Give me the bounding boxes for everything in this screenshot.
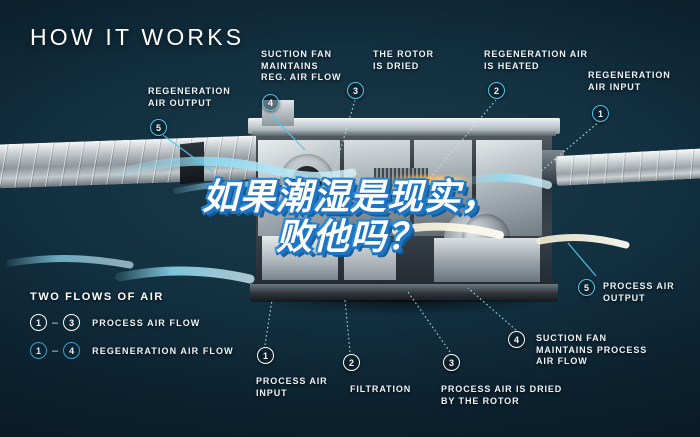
callout-line: REGENERATION [148, 86, 231, 96]
callout-line: REG. AIR FLOW [261, 72, 342, 82]
callout-line: AIR FLOW [536, 356, 588, 366]
legend-badge-from: 1 [30, 314, 47, 331]
callout-line: SUCTION FAN [536, 333, 607, 343]
callout-line: BY THE ROTOR [441, 395, 520, 406]
callout-line: AIR INPUT [588, 81, 642, 92]
legend: TWO FLOWS OF AIR 1 – 3 PROCESS AIR FLOW … [30, 291, 234, 359]
legend-title: TWO FLOWS OF AIR [30, 291, 164, 303]
legend-row-regeneration-air-flow: 1 – 4 REGENERATION AIR FLOW [30, 342, 234, 359]
legend-badge-to: 3 [63, 314, 81, 331]
callout-regeneration-air-output-label: REGENERATION AIR OUTPUT [148, 86, 231, 109]
callout-line: REGENERATION [588, 70, 671, 80]
overlay-line-1: 如果潮湿是现实， [201, 177, 498, 218]
callout-line: REGENERATION AIR [484, 49, 588, 59]
callout-process-output-label: PROCESS AIR OUTPUT [603, 281, 675, 304]
overlay-line-2: 败他吗？ [275, 217, 424, 258]
callout-line: PROCESS AIR [256, 376, 328, 386]
callout-line: MAINTAINS [261, 60, 319, 71]
badge-reg-input[interactable]: 1 [592, 105, 609, 122]
legend-dash: – [52, 344, 59, 357]
badge-process-air-output[interactable]: 5 [578, 279, 595, 296]
badge-reg-heated[interactable]: 2 [488, 82, 505, 99]
callout-line: IS DRIED [373, 60, 420, 71]
callout-line: PROCESS AIR [603, 281, 675, 291]
badge-process-dried[interactable]: 3 [443, 354, 460, 371]
badge-process-air-input[interactable]: 1 [257, 347, 274, 364]
legend-badge-from: 1 [30, 342, 47, 359]
callout-line: OUTPUT [603, 292, 646, 303]
callout-line: IS HEATED [484, 60, 540, 71]
legend-badge-to: 4 [63, 342, 81, 359]
callout-line: AIR OUTPUT [148, 97, 212, 108]
callout-process-dried-label: PROCESS AIR IS DRIED BY THE ROTOR [441, 384, 562, 407]
callout-line: FILTRATION [350, 384, 412, 394]
callout-line: SUCTION FAN [261, 49, 332, 59]
badge-rotor-dried[interactable]: 3 [347, 82, 364, 99]
callout-suction-fan-process-label: SUCTION FAN MAINTAINS PROCESS AIR FLOW [536, 333, 647, 368]
badge-suction-fan-reg[interactable]: 4 [262, 94, 279, 111]
badge-regeneration-air-output[interactable]: 5 [150, 119, 167, 136]
callout-reg-heated-label: REGENERATION AIR IS HEATED [484, 49, 588, 72]
legend-label: REGENERATION AIR FLOW [92, 345, 234, 356]
callout-filtration-label: FILTRATION [350, 384, 411, 396]
callout-line: INPUT [256, 387, 288, 398]
callout-suction-fan-reg-label: SUCTION FAN MAINTAINS REG. AIR FLOW [261, 49, 341, 84]
badge-filtration[interactable]: 2 [343, 354, 360, 371]
badge-suction-fan-process[interactable]: 4 [508, 331, 525, 348]
callout-process-input-label: PROCESS AIR INPUT [256, 376, 328, 399]
callout-line: MAINTAINS PROCESS [536, 344, 648, 355]
legend-row-process-air-flow: 1 – 3 PROCESS AIR FLOW [30, 314, 234, 331]
callout-reg-input-label: REGENERATION AIR INPUT [588, 70, 671, 93]
callout-line: THE ROTOR [373, 49, 434, 59]
chinese-overlay-text: 如果潮湿是现实， 败他吗？ [0, 178, 700, 258]
callout-rotor-dried-label: THE ROTOR IS DRIED [373, 49, 434, 72]
page-title: HOW IT WORKS [30, 24, 245, 50]
callout-line: PROCESS AIR IS DRIED [441, 384, 563, 394]
legend-dash: – [52, 316, 59, 329]
legend-label: PROCESS AIR FLOW [92, 317, 201, 328]
